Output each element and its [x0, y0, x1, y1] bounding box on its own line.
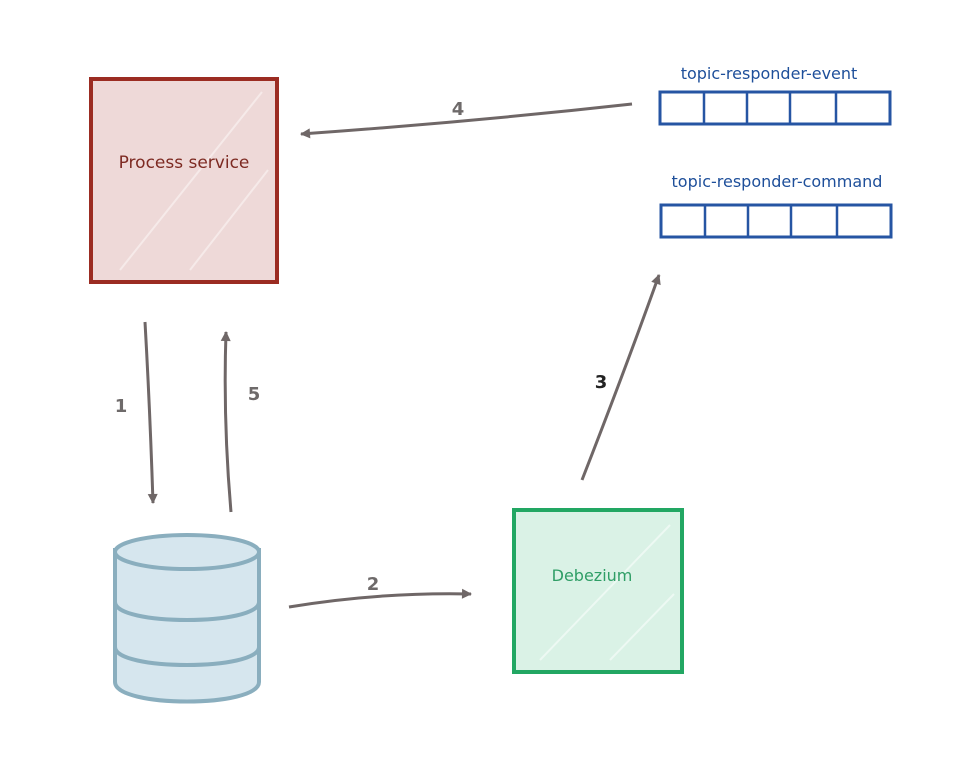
arrow-step-2-label: 2 — [367, 574, 380, 595]
arrow-step-4 — [300, 102, 633, 139]
database-top — [113, 533, 261, 571]
topic-responder-event: topic-responder-event — [658, 64, 892, 126]
arrow-step-3-label: 3 — [595, 372, 608, 393]
arrow-step-5 — [220, 331, 233, 513]
process-service-box — [89, 77, 279, 284]
database-ring-2 — [113, 646, 261, 667]
arrow-step-4-label: 4 — [452, 99, 465, 120]
debezium-sheen — [539, 524, 675, 661]
process-service-sheen — [119, 91, 269, 271]
database-ring-1 — [113, 601, 261, 622]
topic-responder-command: topic-responder-command — [659, 172, 893, 239]
debezium-box — [512, 508, 684, 674]
process-service-label: Process service — [119, 153, 250, 173]
arrow-step-1-label: 1 — [115, 396, 128, 417]
topic-responder-event-queue — [658, 90, 892, 126]
arrow-step-5-label: 5 — [248, 384, 261, 405]
arrow-step-2 — [288, 588, 472, 609]
debezium-label: Debezium — [552, 566, 633, 585]
database-body — [113, 548, 261, 704]
topic-responder-command-queue — [659, 203, 893, 239]
arrow-step-1 — [143, 321, 158, 504]
debezium-node: Debezium — [512, 508, 684, 674]
process-service-node: Process service — [89, 77, 279, 284]
topic-responder-event-label: topic-responder-event — [681, 64, 858, 83]
topic-responder-command-label: topic-responder-command — [672, 172, 883, 191]
arrow-step-3 — [580, 274, 661, 481]
database-node — [113, 533, 261, 704]
